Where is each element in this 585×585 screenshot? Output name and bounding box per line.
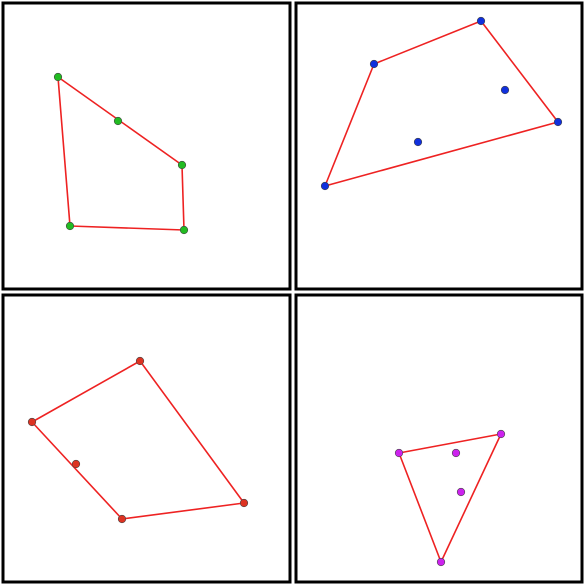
diagram-marks	[27, 16, 563, 567]
point-bottom-right-0	[394, 448, 404, 458]
panel-bottom-right	[394, 429, 506, 567]
panel-top-left	[53, 72, 189, 235]
panel-frame-bottom-left	[1, 293, 292, 584]
panel-frame-top-right	[294, 1, 584, 291]
point-bottom-right-4	[436, 557, 446, 567]
hull-polygon-bottom-left	[31, 360, 245, 520]
point-bottom-left-3	[117, 514, 127, 524]
point-top-left-3	[179, 225, 189, 235]
point-top-right-4	[413, 137, 423, 147]
hull-polygon-top-right	[324, 20, 559, 187]
point-bottom-left-2	[71, 459, 81, 469]
point-bottom-left-4	[239, 498, 249, 508]
point-bottom-right-3	[456, 487, 466, 497]
point-top-right-3	[553, 117, 563, 127]
panel-frame-bottom-right	[294, 293, 584, 584]
point-top-left-1	[113, 116, 123, 126]
point-top-left-2	[177, 160, 187, 170]
hull-polygon-top-left	[57, 76, 185, 231]
hull-polygon-bottom-right	[398, 433, 502, 563]
point-top-left-4	[65, 221, 75, 231]
point-top-right-2	[500, 85, 510, 95]
point-bottom-left-0	[135, 356, 145, 366]
point-bottom-left-1	[27, 417, 37, 427]
point-bottom-right-1	[451, 448, 461, 458]
panel-top-right	[320, 16, 563, 191]
point-bottom-right-2	[496, 429, 506, 439]
point-top-right-1	[476, 16, 486, 26]
panel-bottom-left	[27, 356, 249, 524]
point-top-left-0	[53, 72, 63, 82]
panel-frame-top-left	[1, 1, 292, 291]
point-top-right-0	[369, 59, 379, 69]
point-top-right-5	[320, 181, 330, 191]
